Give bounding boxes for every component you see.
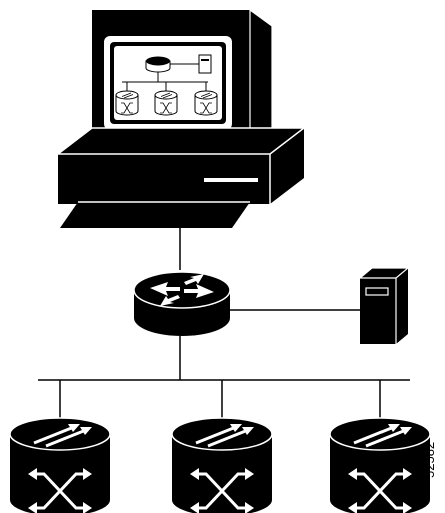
server-tower-icon	[358, 267, 410, 344]
router-icon	[133, 271, 231, 336]
computer-monitor-icon	[55, 8, 307, 228]
atm-switch-icon	[8, 416, 112, 513]
atm-switch-icon	[170, 416, 274, 513]
screen-mini-network	[115, 54, 218, 116]
figure-id-label: 52582	[422, 441, 437, 478]
atm-switch-icon	[328, 416, 432, 513]
